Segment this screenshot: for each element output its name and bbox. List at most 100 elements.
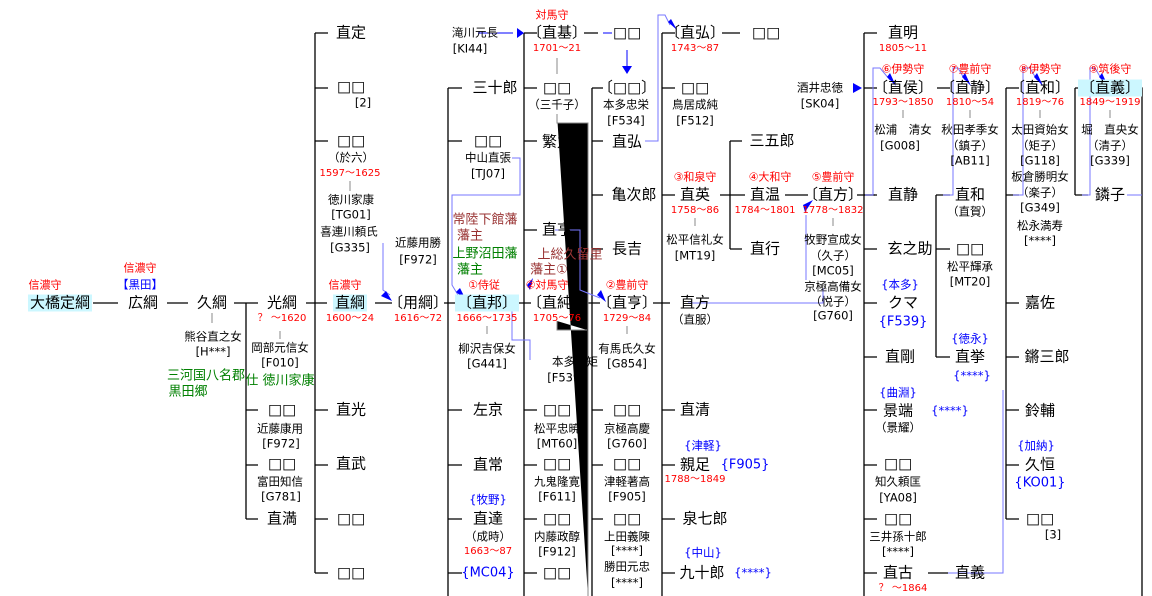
person-name: 親足	[679, 455, 711, 474]
alt-name: （矩子）	[1017, 138, 1063, 153]
family-code: {****}	[734, 565, 772, 580]
life-years: 1784～1801	[734, 205, 796, 216]
family-label: {本多}	[881, 277, 919, 292]
reference-code: [F010]	[261, 355, 299, 370]
person-name: 直明	[887, 23, 919, 42]
person-name: 直方	[679, 293, 711, 312]
spouse-name: 三井孫十郎	[869, 529, 927, 544]
domain-note: 常陸下館藩	[452, 212, 518, 228]
person-name: □□	[542, 509, 572, 528]
person-name: 嘉佐	[1024, 293, 1056, 312]
spouse-name: 秋田孝季女	[941, 122, 999, 137]
spouse-name: 中山直張	[465, 150, 511, 165]
person-name: □□	[336, 131, 366, 150]
reference-code: [F912]	[538, 544, 576, 559]
life-years: 1616～72	[393, 313, 443, 324]
domain-note: 藩主	[456, 262, 484, 278]
person-name: □□	[542, 454, 572, 473]
reference-code: [SK04]	[800, 96, 840, 111]
person-name: 玄之助	[887, 239, 933, 258]
spouse-name: 柳沢吉保女	[458, 341, 516, 356]
title-label: ②豊前守	[605, 278, 649, 292]
title-label: 信濃守	[28, 278, 62, 292]
person-name: 直行	[749, 239, 781, 258]
person-name: 大橋定綱	[27, 293, 93, 312]
family-label: {津軽}	[684, 438, 722, 453]
adoptive-parent: 近藤用勝	[395, 235, 441, 250]
alt-name: （直服）	[672, 312, 718, 327]
adoptive-parent: 酒井忠徳	[797, 80, 843, 95]
person-name: 繁丸	[541, 132, 573, 151]
person-name: クマ	[887, 293, 919, 312]
person-name: 鏻子	[1094, 185, 1126, 204]
reference-code: [G349]	[1020, 200, 1060, 215]
reference-code: [MT20]	[949, 274, 991, 289]
person-name: 久綱	[196, 293, 228, 312]
person-name: 〔直侯〕	[872, 78, 934, 97]
person-name: 〔用綱〕	[387, 293, 449, 312]
title-label: ④大和守	[748, 170, 792, 184]
reference-code: [G339]	[1090, 153, 1130, 168]
spouse-name: 太田資始女	[1011, 122, 1069, 137]
person-name: 〔直邦〕	[454, 293, 520, 312]
person-name: 三十郎	[472, 78, 518, 97]
person-name: 直清	[679, 400, 711, 419]
life-years: 1805～11	[878, 43, 928, 54]
spouse-name: 松平信礼女	[666, 232, 724, 247]
person-name: □□	[336, 77, 366, 96]
person-name: 鈴輔	[1024, 401, 1056, 420]
person-name: 直満	[266, 509, 298, 528]
spouse-name: 松平輝承	[947, 259, 993, 274]
person-name: 直温	[749, 185, 781, 204]
domain-note: 藩主①	[530, 262, 568, 278]
person-name: □□	[1025, 509, 1055, 528]
reference-code: [F972]	[262, 436, 300, 451]
person-name: □□	[612, 509, 642, 528]
person-name: □□	[542, 78, 572, 97]
note: 仕 徳川家康	[245, 373, 315, 389]
person-name: 直光	[335, 400, 367, 419]
person-name: 〔直弘〕	[664, 23, 726, 42]
alt-name: （成時）	[465, 529, 511, 544]
reference-code: [****]	[1024, 233, 1056, 248]
reference-code: [****]	[882, 544, 914, 559]
reference-code: [F534]	[607, 113, 645, 128]
life-years: 1597～1625	[319, 168, 381, 179]
alt-name: （三千子）	[528, 97, 586, 112]
person-name: 〔直義〕	[1077, 78, 1143, 97]
reference-code: [G335]	[330, 240, 370, 255]
reference-code: [F611]	[538, 489, 576, 504]
alt-name: （景耀）	[875, 420, 921, 435]
title-label: ⑤豊前守	[811, 170, 855, 184]
life-years: 1705～76	[532, 313, 582, 324]
alt-name: （直賀）	[947, 204, 993, 219]
spouse-name: 鳥居成純	[672, 97, 718, 112]
person-name: □□	[612, 400, 642, 419]
title-label: ⑨筑後守	[1088, 62, 1132, 76]
adoptive-parent: 滝川元長	[452, 25, 498, 40]
life-years: 1793～1850	[872, 97, 934, 108]
spouse-name: 本多忠栄	[603, 97, 649, 112]
title-label: 対馬守	[535, 8, 569, 22]
person-name: 長吉	[611, 239, 643, 258]
life-years: 1729～84	[602, 313, 652, 324]
spouse-name: 京極高備女	[804, 279, 862, 294]
reference-code: [F972]	[399, 252, 437, 267]
title-label: ⑦豊前守	[948, 62, 992, 76]
life-years: 1600～24	[325, 313, 375, 324]
person-name: 〔直方〕	[802, 185, 864, 204]
spouse-name: 堀 直央女	[1081, 122, 1139, 137]
note: [2]	[354, 95, 372, 110]
person-name: 直挙	[954, 347, 986, 366]
person-name: 直古	[882, 563, 914, 582]
person-name: 〔直基〕	[526, 23, 588, 42]
person-name: □□	[336, 509, 366, 528]
reference-code: [****]	[611, 575, 643, 590]
note: 黒田郷	[168, 384, 208, 400]
domain-note: 上総久留里	[537, 247, 603, 263]
title-label: 信濃守	[328, 278, 362, 292]
reference-code: [F539]	[547, 370, 585, 385]
spouse-name: 富田知信	[257, 474, 303, 489]
note: 三河国八名郡	[166, 368, 246, 384]
